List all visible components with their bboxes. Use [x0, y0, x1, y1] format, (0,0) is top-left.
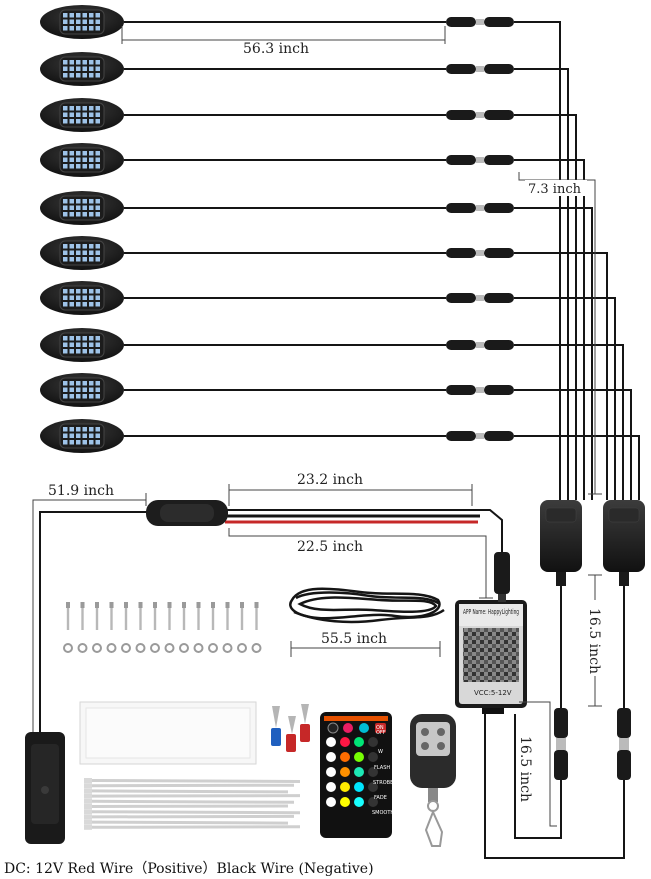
- hub-plug-left: [554, 708, 568, 780]
- rock-light-pod: [40, 52, 124, 86]
- pod-connector: [446, 385, 514, 395]
- pod-connector: [446, 248, 514, 258]
- pod-connector: [446, 203, 514, 213]
- pod-connector: [446, 110, 514, 120]
- dimension-label-lead-lower: 22.5 inch: [297, 539, 363, 555]
- remote-button-label: OFF: [376, 730, 386, 736]
- rock-light-pod: [40, 328, 124, 362]
- splitter-hub-left: [540, 500, 582, 586]
- rock-light-pod: [40, 236, 124, 270]
- dimension-label-lead-upper: 23.2 inch: [297, 472, 363, 488]
- inline-fuse-holder: [146, 500, 228, 526]
- zip-ties: [84, 778, 301, 830]
- controller-voltage-label: VCC:5-12V: [474, 689, 512, 697]
- dimension-extension-cable: 55.5 inch: [290, 631, 441, 657]
- pod-connector: [446, 64, 514, 74]
- wiring-caption: DC: 12V Red Wire（Positive）Black Wire (Ne…: [4, 861, 374, 877]
- dimension-lead-lower: 22.5 inch: [228, 528, 493, 599]
- pod-connector: [446, 293, 514, 303]
- ir-remote-buttons: [326, 722, 386, 807]
- rock-light-pod: [40, 281, 124, 315]
- dimension-switch-cable: 51.9 inch: [32, 483, 147, 740]
- controller-power-plug: [494, 552, 510, 602]
- dimension-controller-lead: 16.5 inch: [517, 701, 557, 827]
- adhesive-tape-strip: [79, 701, 257, 765]
- dimension-label-connector-spacing: 7.3 inch: [528, 182, 582, 197]
- dimension-pod-cable: 56.3 inch: [121, 26, 446, 57]
- rf-key-fob: [410, 714, 456, 847]
- qr-code-icon: [463, 628, 519, 682]
- remote-button-label: ON: [376, 725, 384, 731]
- dimension-label-pod-cable: 56.3 inch: [243, 41, 309, 57]
- controller-app-label: APP Name: HappyLighting: [463, 608, 519, 616]
- rock-light-pod: [40, 373, 124, 407]
- rock-light-pod: [40, 191, 124, 225]
- dimension-hub-lead: 16.5 inch: [586, 574, 603, 707]
- remote-button-label: W: [378, 749, 383, 755]
- rock-light-pod: [40, 5, 124, 39]
- controller-output-wires: [484, 714, 625, 859]
- rocker-switch: [25, 732, 65, 844]
- hub-plug-right: [617, 708, 631, 780]
- hub-output-wires: [560, 586, 625, 708]
- pod-connector: [446, 155, 514, 165]
- rock-light-pods: [40, 5, 124, 453]
- dimension-label-switch-cable: 51.9 inch: [48, 483, 114, 499]
- pod-connector: [446, 431, 514, 441]
- dimension-label-controller-lead: 16.5 inch: [517, 736, 533, 802]
- dimension-lead-upper: 23.2 inch: [228, 472, 473, 506]
- splitter-hub-right: [603, 500, 645, 586]
- spade-terminals: [271, 704, 310, 752]
- rgb-controller: APP Name: HappyLighting VCC:5-12V: [455, 600, 527, 714]
- rock-light-pod: [40, 143, 124, 177]
- dimension-label-extension-cable: 55.5 inch: [321, 631, 387, 647]
- coiled-extension-cable: [289, 587, 445, 624]
- rock-light-pod: [40, 98, 124, 132]
- pod-connector: [446, 340, 514, 350]
- dimension-connector-spacing: 7.3 inch: [518, 172, 602, 495]
- pod-wires: [124, 17, 640, 500]
- power-cable: [39, 509, 503, 740]
- remote-button-label: FLASH: [374, 765, 390, 771]
- mounting-screws: [63, 602, 262, 653]
- rock-light-pod: [40, 419, 124, 453]
- remote-button-label: SMOOTH: [372, 810, 394, 816]
- dimension-label-hub-lead: 16.5 inch: [586, 608, 602, 674]
- remote-button-label: FADE: [374, 795, 387, 801]
- pod-connector: [446, 17, 514, 27]
- remote-button-label: STROBE: [373, 780, 393, 786]
